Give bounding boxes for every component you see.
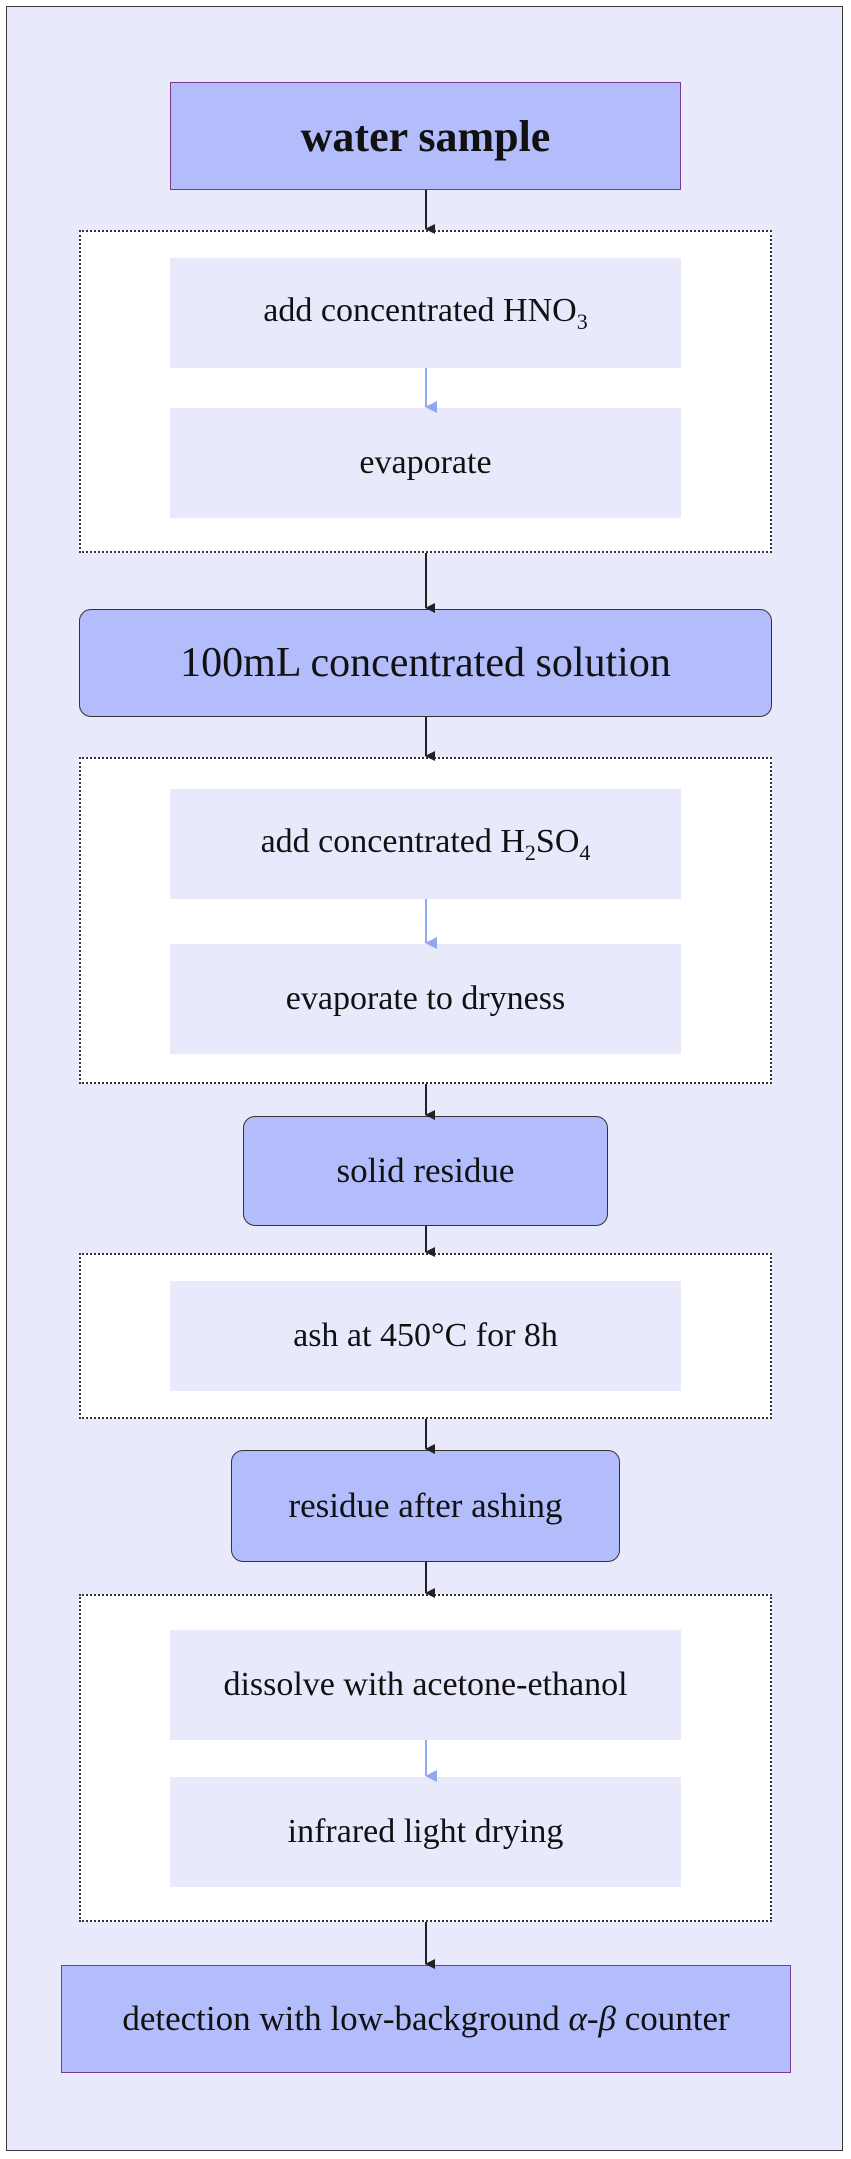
step-ash: ash at 450°C for 8h bbox=[170, 1281, 681, 1391]
step-add-hno3-label: add concentrated HNO3 bbox=[263, 291, 588, 334]
step-infrared: infrared light drying bbox=[170, 1777, 681, 1887]
node-solid-residue-label: solid residue bbox=[336, 1151, 515, 1190]
step-evaporate: evaporate bbox=[170, 408, 681, 518]
step-ash-label: ash at 450°C for 8h bbox=[293, 1317, 558, 1354]
step-evaporate-dryness: evaporate to dryness bbox=[170, 944, 681, 1054]
node-residue-after-ashing: residue after ashing bbox=[231, 1450, 620, 1562]
step-evaporate-label: evaporate bbox=[359, 444, 492, 481]
step-dissolve-label: dissolve with acetone-ethanol bbox=[223, 1666, 628, 1703]
step-dissolve: dissolve with acetone-ethanol bbox=[170, 1630, 681, 1740]
node-concentrated-solution: 100mL concentrated solution bbox=[79, 609, 772, 717]
node-residue-after-ashing-label: residue after ashing bbox=[288, 1486, 563, 1525]
node-solid-residue: solid residue bbox=[243, 1116, 608, 1226]
step-infrared-label: infrared light drying bbox=[287, 1813, 564, 1850]
node-detection: detection with low-background α-β counte… bbox=[61, 1965, 791, 2073]
step-add-h2so4: add concentrated H2SO4 bbox=[170, 789, 681, 899]
step-add-h2so4-label: add concentrated H2SO4 bbox=[260, 822, 591, 865]
node-water-sample: water sample bbox=[170, 82, 681, 190]
node-detection-label: detection with low-background α-β counte… bbox=[122, 1999, 730, 2038]
node-concentrated-solution-label: 100mL concentrated solution bbox=[180, 640, 671, 686]
node-water-sample-label: water sample bbox=[300, 111, 551, 161]
step-evaporate-dryness-label: evaporate to dryness bbox=[285, 980, 566, 1017]
step-add-hno3: add concentrated HNO3 bbox=[170, 258, 681, 368]
